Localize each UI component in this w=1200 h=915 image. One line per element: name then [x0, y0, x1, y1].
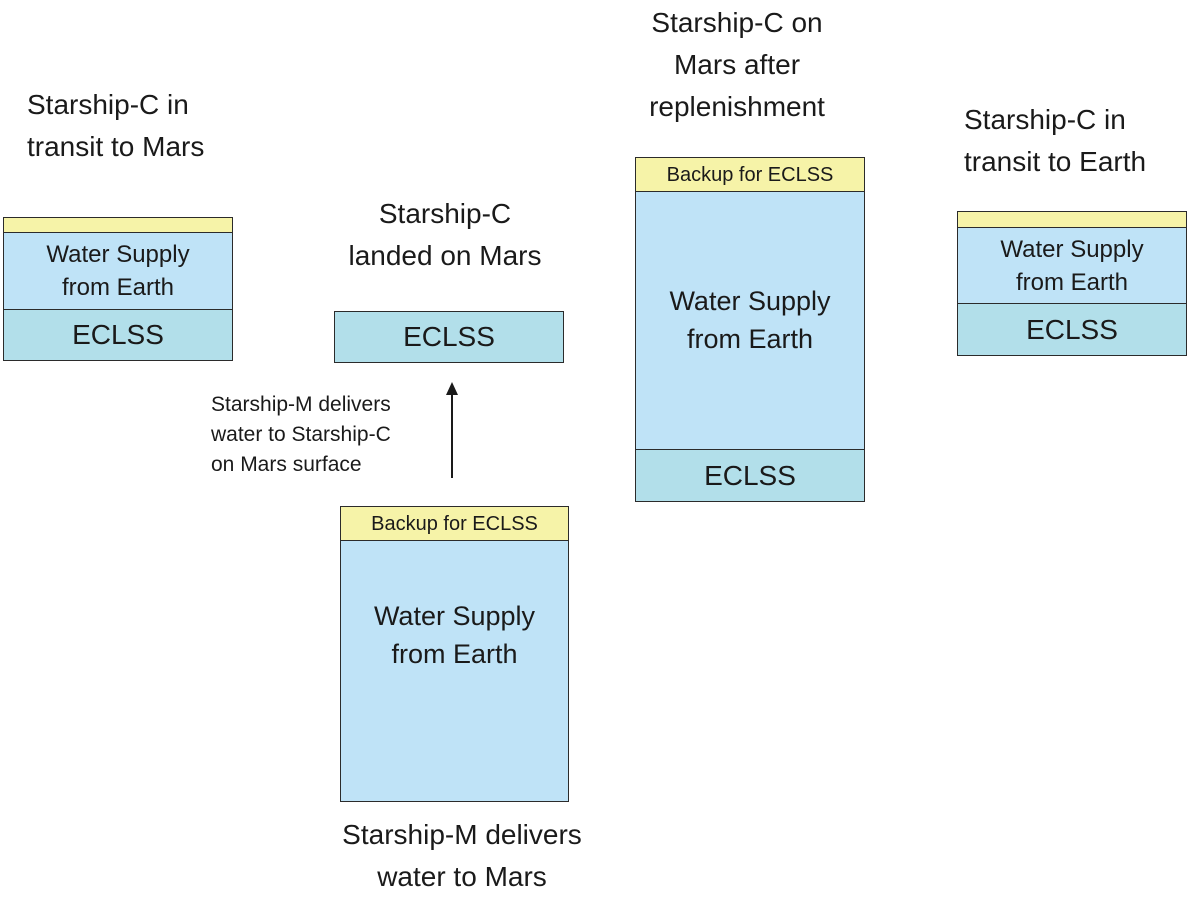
caption-landed-on-mars: Starship-C landed on Mars: [348, 198, 542, 271]
after-replenishment-backup-for-eclss: Backup for ECLSS: [635, 157, 865, 193]
caption-transit-to-earth: Starship-C in transit to Earth: [964, 104, 1147, 177]
transit-to-earth-water-supply: Water Supply from Earth: [957, 227, 1187, 305]
caption-after-replenishment: Starship-C on Mars after replenishment: [649, 7, 825, 122]
transit-to-earth-eclss: ECLSS: [957, 303, 1187, 356]
transit-to-mars-eclss: ECLSS: [3, 309, 233, 361]
caption-transit-to-mars: Starship-C in transit to Mars: [27, 89, 205, 162]
after-replenishment-water-supply: Water Supply from Earth: [635, 191, 865, 451]
starship-m-backup-for-eclss: Backup for ECLSS: [340, 506, 569, 542]
after-replenishment-eclss: ECLSS: [635, 449, 865, 502]
caption-starship-m: Starship-M delivers water to Mars: [342, 819, 582, 892]
starship-m-water-supply: Water Supply from Earth: [340, 540, 569, 802]
delivery-note: Starship-M delivers water to Starship-C …: [211, 393, 391, 476]
transit-to-mars-water-supply: Water Supply from Earth: [3, 232, 233, 310]
landed-on-mars-eclss: ECLSS: [334, 311, 564, 363]
delivery-arrow: [446, 382, 458, 478]
